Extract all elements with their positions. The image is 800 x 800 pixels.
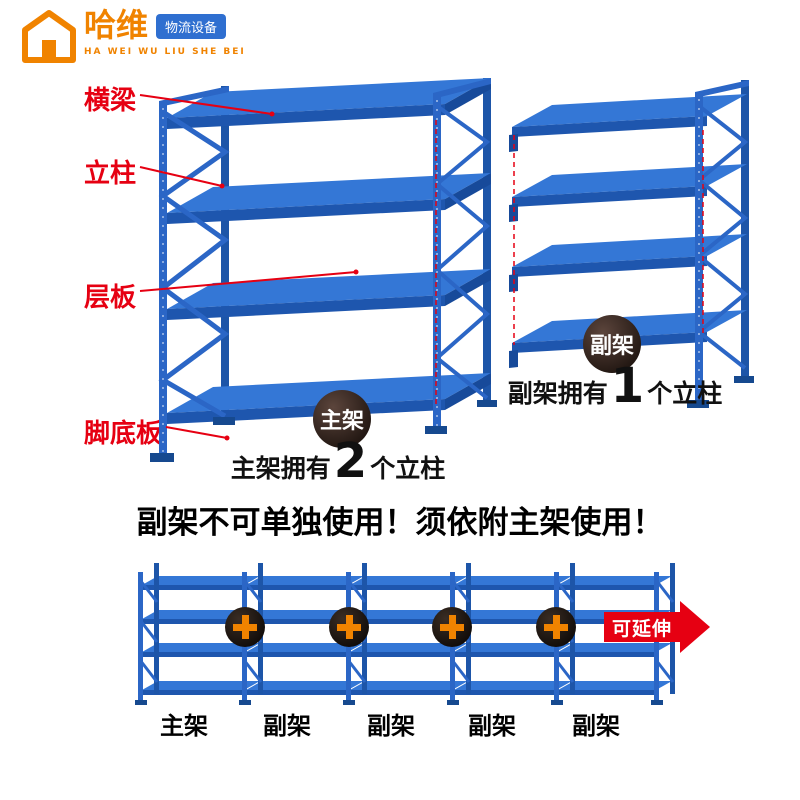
plus-connector-icon bbox=[225, 607, 265, 647]
brand-logo: 哈维 物流设备 HA WEI WU LIU SHE BEI bbox=[22, 6, 246, 64]
logo-text: 哈维 物流设备 HA WEI WU LIU SHE BEI bbox=[84, 6, 246, 58]
plus-connector-icon bbox=[329, 607, 369, 647]
main-caption-count: 2 bbox=[333, 433, 368, 489]
main-rack-right-frame bbox=[425, 78, 497, 434]
plus-connector-icon bbox=[536, 607, 576, 647]
back-posts bbox=[221, 78, 749, 422]
label-upright: 立柱 bbox=[84, 159, 137, 189]
label-beam: 横梁 bbox=[84, 86, 137, 116]
red-dashed-guides bbox=[435, 120, 704, 404]
extend-arrow: 可延伸 bbox=[604, 601, 712, 653]
bay-label-sub: 副架 bbox=[468, 712, 516, 740]
bay-label-sub: 副架 bbox=[572, 712, 620, 740]
house-logo-icon bbox=[22, 10, 76, 63]
bay-label-sub: 副架 bbox=[367, 712, 415, 740]
main-rack-caption: 主架拥有 2 个立柱 bbox=[224, 437, 452, 485]
main-and-sub-rack-illustration bbox=[139, 78, 754, 462]
brand-tagline: 物流设备 bbox=[156, 14, 227, 40]
sub-rack-frame bbox=[687, 80, 754, 408]
leader-lines bbox=[139, 94, 359, 441]
sub-rack-caption: 副架拥有 1 个立柱 bbox=[503, 362, 727, 410]
arrow-head-icon bbox=[680, 601, 710, 653]
sub-caption-count: 1 bbox=[610, 358, 645, 414]
warning-headline: 副架不可单独使用！须依附主架使用！ bbox=[136, 505, 664, 541]
extend-arrow-label: 可延伸 bbox=[604, 612, 680, 642]
brand-latin: HA WEI WU LIU SHE BEI bbox=[84, 47, 246, 58]
plus-connector-icon bbox=[432, 607, 472, 647]
label-foot-plate: 脚底板 bbox=[84, 419, 163, 449]
main-rack-badge: 主架 bbox=[313, 390, 371, 448]
main-caption-suffix: 个立柱 bbox=[370, 454, 446, 483]
main-rack-left-frame bbox=[150, 86, 235, 462]
bay-label-sub: 副架 bbox=[263, 712, 311, 740]
main-rack-shelves bbox=[167, 78, 491, 424]
sub-caption-suffix: 个立柱 bbox=[647, 379, 723, 408]
bay-label-main: 主架 bbox=[160, 712, 208, 740]
sub-rack-badge: 副架 bbox=[583, 315, 641, 373]
main-caption-prefix: 主架拥有 bbox=[230, 454, 331, 483]
sub-caption-prefix: 副架拥有 bbox=[507, 379, 608, 408]
brand-name: 哈维 bbox=[84, 6, 149, 44]
label-shelf-panel: 层板 bbox=[84, 283, 137, 313]
